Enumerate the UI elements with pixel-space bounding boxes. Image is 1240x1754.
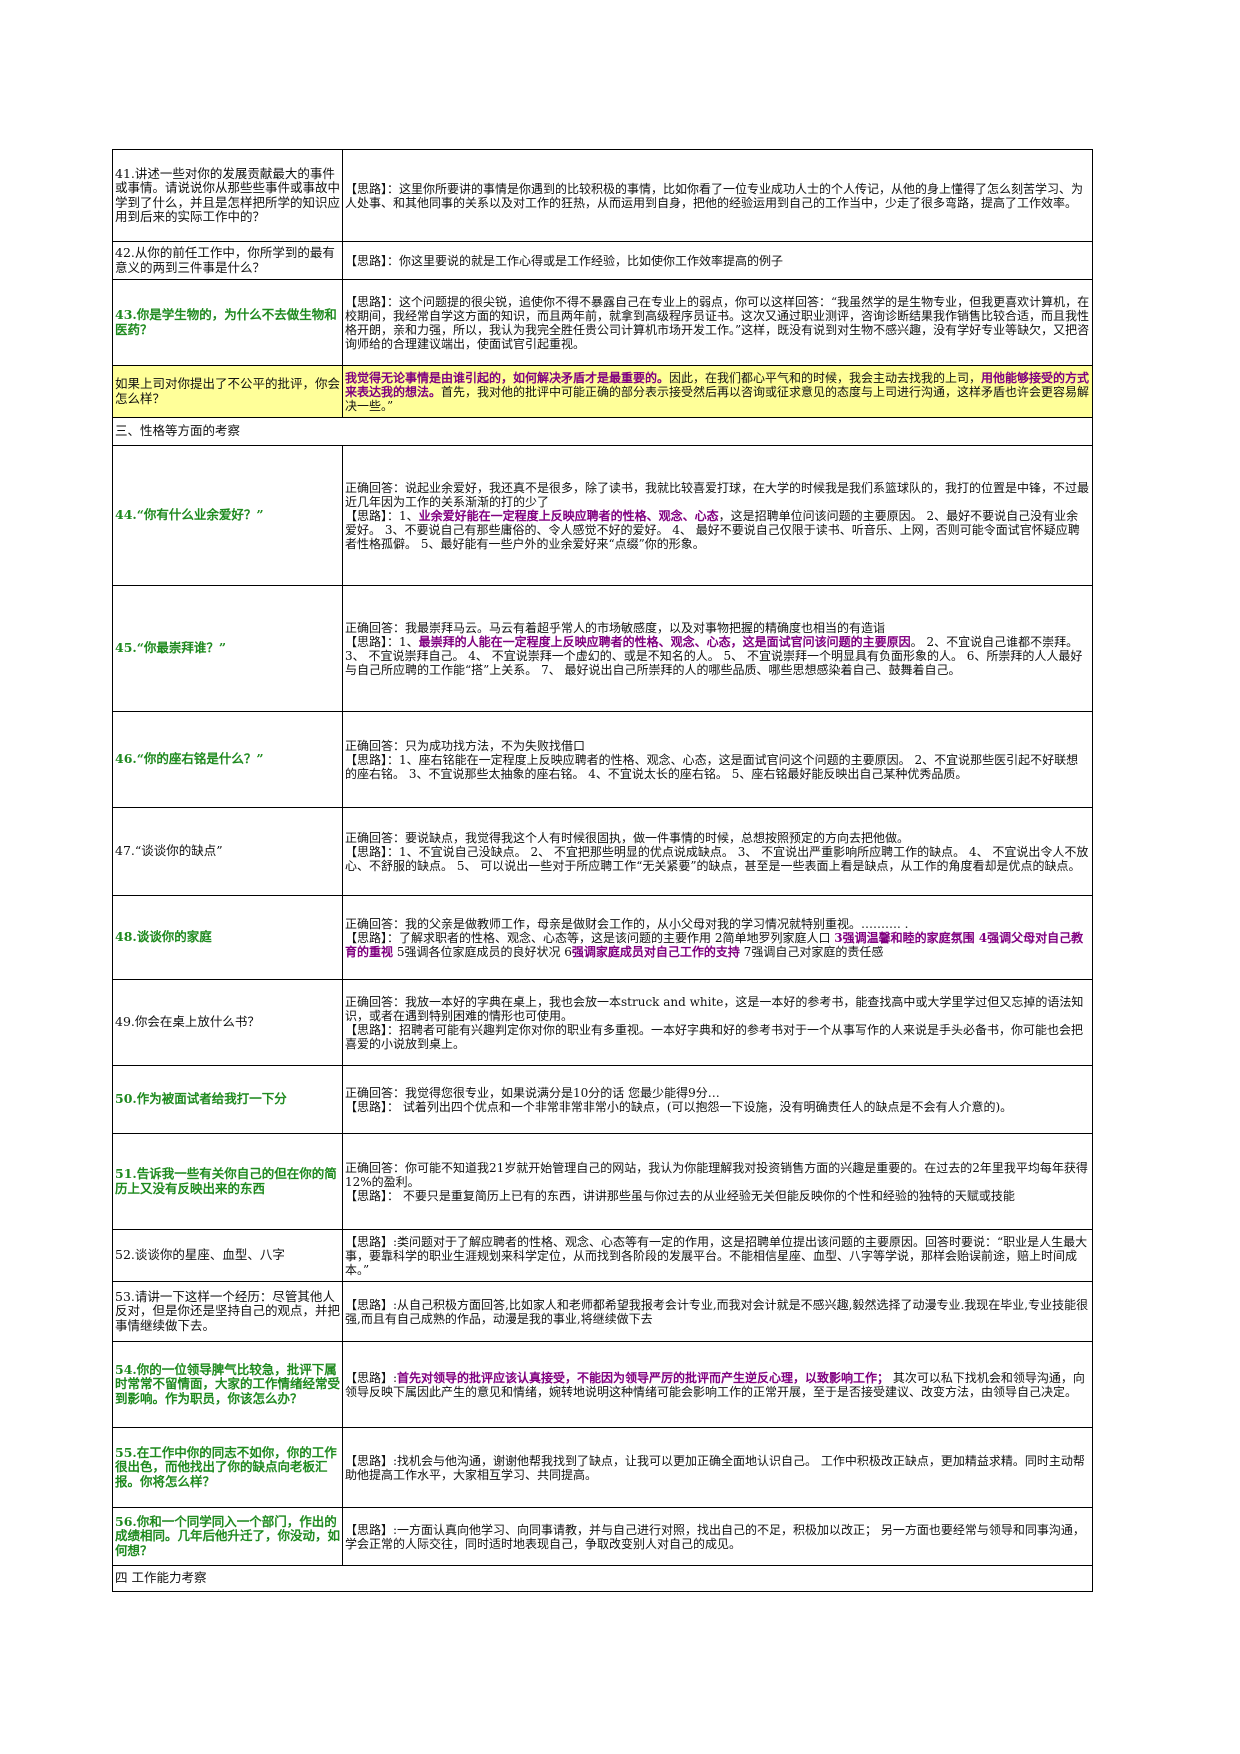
section-row-3: 三、性格等方面的考察 <box>112 417 1093 446</box>
answer-emphasis: 3强调温馨和睦的家庭氛围 4强调父母对自己教育的重视 <box>345 930 1084 959</box>
correct-answer: 正确回答：我放一本好的字典在桌上，我也会放一本struck and white，… <box>345 994 1084 1023</box>
answer-text: 【思路】： 不要只是重复简历上已有的东西，讲讲那些虽与你过去的从业经验无关但能反… <box>345 1188 1015 1203</box>
answer-emphasis: 我觉得无论事情是由谁引起的，如何解决矛盾才是最重要的。 <box>345 370 670 385</box>
table-row-50: 50.作为被面试者给我打一下分 正确回答：我觉得您很专业，如果说满分是10分的话… <box>112 1065 1093 1134</box>
answer-cell: 正确回答：要说缺点，我觉得我这个人有时候很固执，做一件事情的时候，总想按照预定的… <box>342 807 1093 896</box>
table-row-45: 45.“你最崇拜谁？” 正确回答：我最崇拜马云。马云有着超乎常人的市场敏感度，以… <box>112 585 1093 712</box>
answer-emphasis: 最崇拜的人能在一定程度上反映应聘者的性格、观念、心态，这是面试官问该问题的主要原… <box>418 634 911 649</box>
question-cell: 43.你是学生物的，为什么不去做生物和医药？ <box>112 279 343 366</box>
correct-answer: 正确回答：我最崇拜马云。马云有着超乎常人的市场敏感度，以及对事物把握的精确度也相… <box>345 620 886 635</box>
table-row-52: 52.谈谈你的星座、血型、八字 【思路】:类问题对于了解应聘者的性格、观念、心态… <box>112 1229 1093 1282</box>
table-row-41: 41.讲述一些对你的发展贡献最大的事件或事情。请说说你从那些些事件或事故中学到了… <box>112 149 1093 242</box>
answer-text: 7强调自己对家庭的责任感 <box>739 944 884 959</box>
table-row-48: 48.谈谈你的家庭 正确回答：我的父亲是做教师工作，母亲是做财会工作的，从小父母… <box>112 895 1093 980</box>
answer-cell: 正确回答：你可能不知道我21岁就开始管理自己的网站，我认为你能理解我对投资销售方… <box>342 1133 1093 1230</box>
correct-answer: 正确回答：我的父亲是做教师工作，母亲是做财会工作的，从小父母对我的学习情况就特别… <box>345 916 909 931</box>
section-row-4: 四 工作能力考察 <box>112 1565 1093 1592</box>
answer-cell: 【思路】:从自己积极方面回答,比如家人和老师都希望我报考会计专业,而我对会计就是… <box>342 1281 1093 1342</box>
table-row-44: 44.“你有什么业余爱好？” 正确回答：说起业余爱好，我还真不是很多，除了读书，… <box>112 445 1093 586</box>
correct-answer: 正确回答：只为成功找方法，不为失败找借口 <box>345 738 586 753</box>
answer-text: 【思路】：招聘者可能有兴趣判定你对你的职业有多重视。一本好字典和好的参考书对于一… <box>345 1022 1084 1051</box>
table-row-47: 47.“谈谈你的缺点” 正确回答：要说缺点，我觉得我这个人有时候很固执，做一件事… <box>112 807 1093 896</box>
answer-cell: 正确回答：我放一本好的字典在桌上，我也会放一本struck and white，… <box>342 979 1093 1066</box>
question-cell: 49.你会在桌上放什么书？ <box>112 979 343 1066</box>
answer-text: 5强调各位家庭成员的良好状况 6 <box>393 944 572 959</box>
question-cell: 41.讲述一些对你的发展贡献最大的事件或事情。请说说你从那些些事件或事故中学到了… <box>112 149 343 242</box>
correct-answer: 正确回答：我觉得您很专业，如果说满分是10分的话 您最少能得9分… <box>345 1085 720 1100</box>
answer-text: 【思路】：了解求职者的性格、观念、心态等，这是该问题的主要作用 2简单地罗列家庭… <box>345 930 835 945</box>
answer-text: 【思路】: <box>345 1370 398 1385</box>
question-cell: 48.谈谈你的家庭 <box>112 895 343 980</box>
answer-text: 【思路】：1、 <box>345 634 419 649</box>
correct-answer: 正确回答：说起业余爱好，我还真不是很多，除了读书，我就比较喜爱打球，在大学的时候… <box>345 480 1090 509</box>
question-cell: 55.在工作中你的同志不如你，你的工作很出色，而他找出了你的缺点向老板汇报。你将… <box>112 1427 343 1508</box>
answer-cell: 正确回答：我最崇拜马云。马云有着超乎常人的市场敏感度，以及对事物把握的精确度也相… <box>342 585 1093 712</box>
table-row-49: 49.你会在桌上放什么书？ 正确回答：我放一本好的字典在桌上，我也会放一本str… <box>112 979 1093 1066</box>
answer-cell: 【思路】:一方面认真向他学习、向同事请教，并与自己进行对照，找出自己的不足，积极… <box>342 1507 1093 1566</box>
answer-cell: 我觉得无论事情是由谁引起的，如何解决矛盾才是最重要的。因此，在我们都心平气和的时… <box>342 365 1093 418</box>
question-cell: 51.告诉我一些有关你自己的但在你的简历上又没有反映出来的东西 <box>112 1133 343 1230</box>
answer-text: 首先，我对他的批评中可能正确的部分表示接受然后再以咨询或征求意见的态度与上司进行… <box>345 384 1090 413</box>
table-row-43: 43.你是学生物的，为什么不去做生物和医药？ 【思路】：这个问题提的很尖锐，追使… <box>112 279 1093 366</box>
question-cell: 54.你的一位领导脾气比较急，批评下属时常常不留情面，大家的工作情绪经常受到影响… <box>112 1341 343 1428</box>
table-row-53: 53.请讲一下这样一个经历：尽管其他人反对，但是你还是坚持自己的观点，并把事情继… <box>112 1281 1093 1342</box>
answer-cell: 【思路】：这里你所要讲的事情是你遇到的比较积极的事情，比如你看了一位专业成功人士… <box>342 149 1093 242</box>
answer-text: 因此，在我们都心平气和的时候，我会主动去找我的上司， <box>669 370 982 385</box>
question-cell: 53.请讲一下这样一个经历：尽管其他人反对，但是你还是坚持自己的观点，并把事情继… <box>112 1281 343 1342</box>
question-cell: 56.你和一个同学同入一个部门，作出的成绩相同。几年后他升迁了，你没动，如何想？ <box>112 1507 343 1566</box>
answer-emphasis: 强调家庭成员对自己工作的支持 <box>571 944 740 959</box>
answer-cell: 【思路】:首先对领导的批评应该认真接受，不能因为领导严厉的批评而产生逆反心理，以… <box>342 1341 1093 1428</box>
answer-cell: 正确回答：说起业余爱好，我还真不是很多，除了读书，我就比较喜爱打球，在大学的时候… <box>342 445 1093 586</box>
answer-text: ，这是招聘单位问该问题的主要原因。 2、最好不要说自己没有业余爱好。 3、不要说… <box>345 508 1080 551</box>
table-row-56: 56.你和一个同学同入一个部门，作出的成绩相同。几年后他升迁了，你没动，如何想？… <box>112 1507 1093 1566</box>
answer-emphasis: 用他能够接受的方式来表达我的想法。 <box>345 370 1090 399</box>
answer-text: 【思路】：1、不宜说自己没缺点。 2、 不宜把那些明显的优点说成缺点。 3、 不… <box>345 844 1089 873</box>
table-row-51: 51.告诉我一些有关你自己的但在你的简历上又没有反映出来的东西 正确回答：你可能… <box>112 1133 1093 1230</box>
answer-cell: 【思路】：这个问题提的很尖锐，追使你不得不暴露自己在专业上的弱点，你可以这样回答… <box>342 279 1093 366</box>
answer-cell: 正确回答：我的父亲是做教师工作，母亲是做财会工作的，从小父母对我的学习情况就特别… <box>342 895 1093 980</box>
answer-cell: 【思路】:找机会与他沟通，谢谢他帮我找到了缺点，让我可以更加正确全面地认识自己。… <box>342 1427 1093 1508</box>
question-cell: 47.“谈谈你的缺点” <box>112 807 343 896</box>
answer-cell: 正确回答：只为成功找方法，不为失败找借口【思路】：1、座右铭能在一定程度上反映应… <box>342 711 1093 808</box>
question-table: 41.讲述一些对你的发展贡献最大的事件或事情。请说说你从那些些事件或事故中学到了… <box>112 149 1093 1592</box>
answer-emphasis: 首先对领导的批评应该认真接受，不能因为领导严厉的批评而产生逆反心理，以致影响工作… <box>397 1370 890 1385</box>
question-cell: 44.“你有什么业余爱好？” <box>112 445 343 586</box>
question-cell: 52.谈谈你的星座、血型、八字 <box>112 1229 343 1282</box>
table-row-54: 54.你的一位领导脾气比较急，批评下属时常常不留情面，大家的工作情绪经常受到影响… <box>112 1341 1093 1428</box>
answer-cell: 【思路】：你这里要说的就是工作心得或是工作经验，比如使你工作效率提高的例子 <box>342 241 1093 280</box>
answer-text: 。 2、不宜说自己谁都不崇拜。 3、 不宜说崇拜自己。 4、 不宜说崇拜一个虚幻… <box>345 634 1083 677</box>
answer-text: 【思路】： 试着列出四个优点和一个非常非常非常小的缺点，(可以抱怨一下设施，没有… <box>345 1099 1013 1114</box>
answer-cell: 【思路】:类问题对于了解应聘者的性格、观念、心态等有一定的作用，这是招聘单位提出… <box>342 1229 1093 1282</box>
answer-text: 其次可以私下找机会和领导沟通，向领导反映下属因此产生的意见和情绪，婉转地说明这种… <box>345 1370 1085 1399</box>
answer-text: 【思路】：1、座右铭能在一定程度上反映应聘者的性格、观念、心态，这是面试官问这个… <box>345 752 1079 781</box>
table-row-43b: 如果上司对你提出了不公平的批评，你会怎么样？ 我觉得无论事情是由谁引起的，如何解… <box>112 365 1093 418</box>
question-cell: 42.从你的前任工作中，你所学到的最有意义的两到三件事是什么？ <box>112 241 343 280</box>
answer-emphasis: 业余爱好能在一定程度上反映应聘者的性格、观念、心态 <box>418 508 719 523</box>
question-cell: 46.“你的座右铭是什么？” <box>112 711 343 808</box>
question-cell: 如果上司对你提出了不公平的批评，你会怎么样？ <box>112 365 343 418</box>
question-cell: 50.作为被面试者给我打一下分 <box>112 1065 343 1134</box>
table-row-55: 55.在工作中你的同志不如你，你的工作很出色，而他找出了你的缺点向老板汇报。你将… <box>112 1427 1093 1508</box>
correct-answer: 正确回答：你可能不知道我21岁就开始管理自己的网站，我认为你能理解我对投资销售方… <box>345 1160 1088 1189</box>
table-row-42: 42.从你的前任工作中，你所学到的最有意义的两到三件事是什么？ 【思路】：你这里… <box>112 241 1093 280</box>
section-heading: 四 工作能力考察 <box>112 1565 1093 1592</box>
answer-text: 【思路】：1、 <box>345 508 419 523</box>
question-cell: 45.“你最崇拜谁？” <box>112 585 343 712</box>
correct-answer: 正确回答：要说缺点，我觉得我这个人有时候很固执，做一件事情的时候，总想按照预定的… <box>345 830 910 845</box>
section-heading: 三、性格等方面的考察 <box>112 417 1093 446</box>
answer-cell: 正确回答：我觉得您很专业，如果说满分是10分的话 您最少能得9分…【思路】： 试… <box>342 1065 1093 1134</box>
table-row-46: 46.“你的座右铭是什么？” 正确回答：只为成功找方法，不为失败找借口【思路】：… <box>112 711 1093 808</box>
